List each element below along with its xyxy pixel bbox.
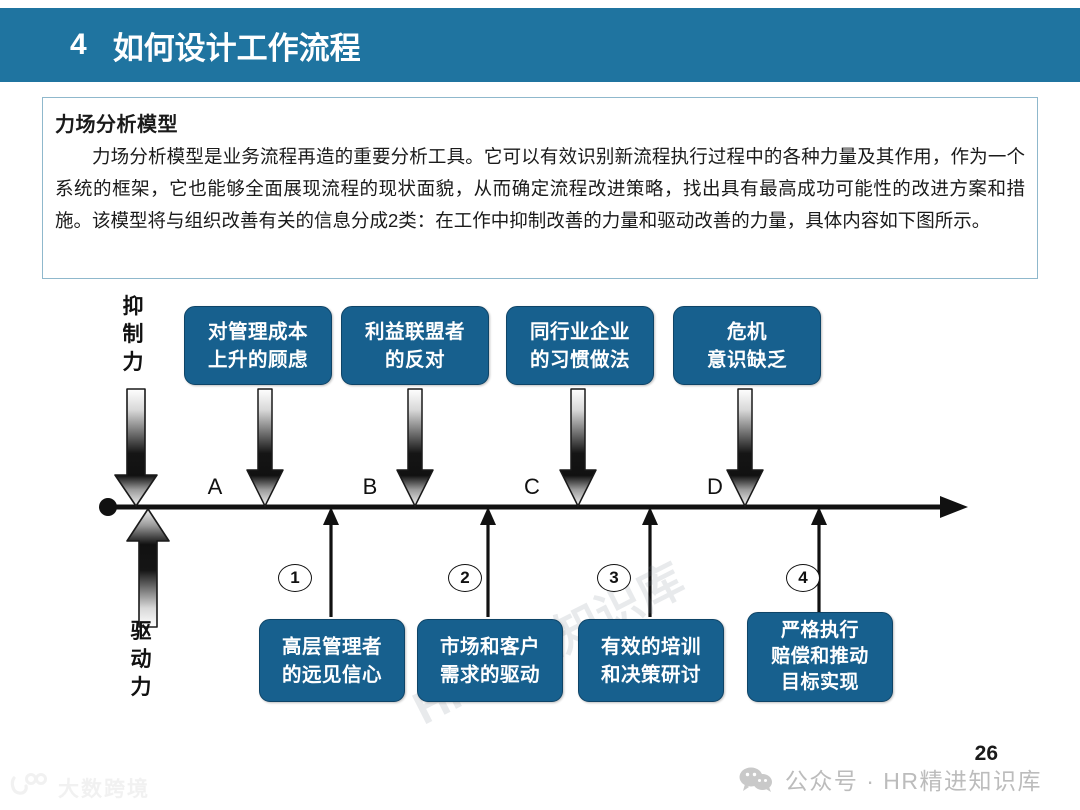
page-title: 如何设计工作流程 — [112, 30, 361, 66]
footer-brand: 公众号 · HR精进知识库 — [739, 762, 1042, 796]
axis-letter-c: C — [524, 474, 540, 499]
panel-body-text: 力场分析模型是业务流程再造的重要分析工具。它可以有效识别新流程执行过程中的各种力… — [55, 146, 1025, 231]
driving-connector-4 — [811, 507, 827, 617]
driving-connector-2 — [480, 507, 496, 617]
restraining-force-label: 抑制力 — [122, 295, 144, 374]
panel-title: 力场分析模型 — [55, 114, 178, 136]
driving-box-4-line-3: 目标实现 — [780, 672, 859, 693]
restraining-box-1-line-1: 对管理成本 — [207, 320, 308, 343]
header-section-number: 4 — [70, 28, 87, 61]
driving-box-2-line-1: 市场和客户 — [439, 635, 540, 658]
driving-force-label: 驱动力 — [130, 620, 152, 699]
footer-brand-text: 公众号 · HR精进知识库 — [784, 768, 1042, 794]
page-number: 26 — [974, 742, 998, 765]
circled-number-2: 2 — [448, 564, 482, 592]
driving-connector-3 — [642, 507, 658, 617]
restraining-box-2-line-2: 的反对 — [384, 348, 445, 371]
restraining-box-3[interactable]: 同行业企业 的习惯做法 — [506, 306, 654, 385]
driving-force-arrow — [126, 508, 170, 628]
corner-watermark-text: 大数跨境 — [58, 777, 150, 801]
driving-box-4-line-2: 赔偿和推动 — [771, 646, 869, 667]
wechat-icon — [739, 766, 773, 793]
force-field-diagram: HR精进知识库 抑制力 驱动力 A B C D 1 2 3 4 对管理成本 上升… — [0, 279, 1080, 739]
diagram-graphics — [99, 388, 968, 628]
restraining-arrow-1 — [246, 388, 284, 507]
restraining-box-2-line-1: 利益联盟者 — [364, 320, 465, 343]
corner-watermark: 大数跨境 — [10, 772, 150, 803]
axis-letter-a: A — [207, 474, 223, 499]
main-axis — [99, 496, 968, 518]
circled-number-4: 4 — [786, 564, 820, 592]
restraining-box-4[interactable]: 危机 意识缺乏 — [673, 306, 821, 385]
driving-box-4[interactable]: 严格执行 赔偿和推动 目标实现 — [747, 612, 893, 702]
corner-watermark-logo-icon — [10, 772, 50, 803]
restraining-box-3-line-2: 的习惯做法 — [529, 348, 630, 371]
description-panel: 力场分析模型 力场分析模型是业务流程再造的重要分析工具。它可以有效识别新流程执行… — [42, 97, 1038, 279]
driving-box-2[interactable]: 市场和客户 需求的驱动 — [417, 619, 563, 702]
restraining-arrow-3 — [559, 388, 597, 507]
driving-box-3-line-2: 和决策研讨 — [600, 663, 701, 686]
restraining-box-1-line-2: 上升的顾虑 — [207, 348, 308, 371]
restraining-box-4-line-2: 意识缺乏 — [706, 348, 787, 371]
restraining-arrow-4 — [726, 388, 764, 507]
restraining-box-3-line-1: 同行业企业 — [529, 320, 630, 343]
header: 4 如何设计工作流程 — [70, 8, 361, 82]
driving-box-3-line-1: 有效的培训 — [600, 635, 701, 658]
restraining-box-1[interactable]: 对管理成本 上升的顾虑 — [184, 306, 332, 385]
axis-letter-d: D — [707, 474, 723, 499]
driving-box-1[interactable]: 高层管理者 的远见信心 — [259, 619, 405, 702]
restraining-box-2[interactable]: 利益联盟者 的反对 — [341, 306, 489, 385]
restraining-force-arrow — [114, 388, 158, 507]
restraining-arrow-2 — [396, 388, 434, 507]
driving-box-3[interactable]: 有效的培训 和决策研讨 — [578, 619, 724, 702]
driving-box-4-line-1: 严格执行 — [780, 620, 859, 641]
header-bar — [0, 8, 1080, 82]
restraining-box-4-line-1: 危机 — [726, 320, 767, 343]
driving-box-1-line-2: 的远见信心 — [281, 663, 382, 686]
driving-box-1-line-1: 高层管理者 — [281, 635, 382, 658]
driving-box-2-line-2: 需求的驱动 — [439, 663, 540, 686]
axis-letter-b: B — [362, 474, 378, 499]
driving-connector-1 — [323, 507, 339, 617]
circled-number-1: 1 — [278, 564, 312, 592]
circled-number-3: 3 — [597, 564, 631, 592]
